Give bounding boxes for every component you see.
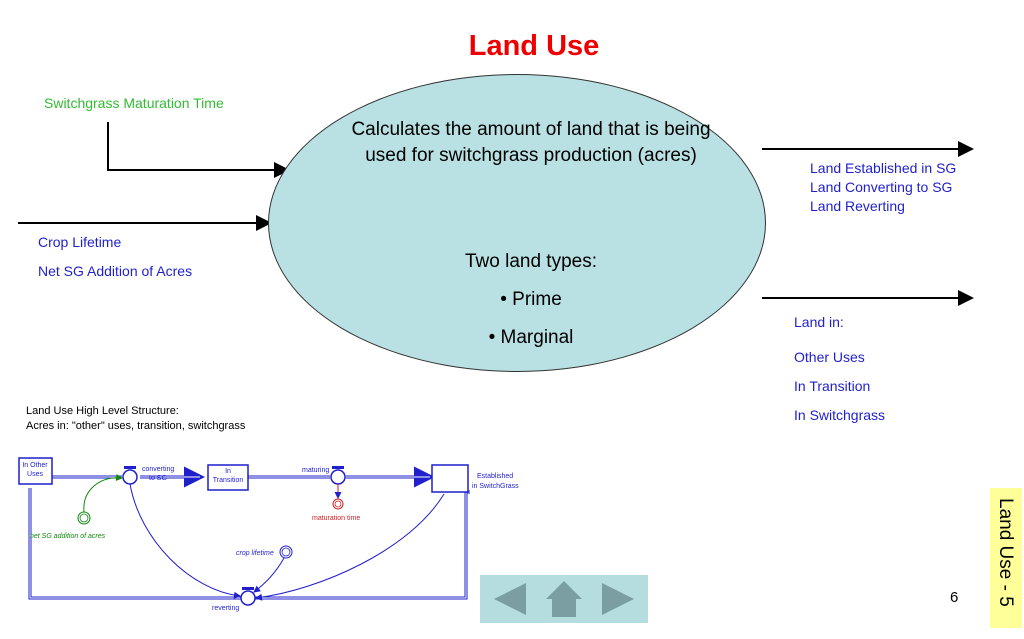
input-crop-lifetime: Crop Lifetime xyxy=(38,234,122,250)
land-type-marginal: • Marginal xyxy=(488,327,574,348)
ellipse-description: Calculates the amount of land that is be… xyxy=(351,119,711,166)
stock-established-label-2: in SwitchGrass xyxy=(472,483,519,490)
nav-bar xyxy=(480,575,648,623)
page-title: Land Use xyxy=(468,30,600,62)
valve-reverting xyxy=(240,590,256,606)
input-maturation-time: Switchgrass Maturation Time xyxy=(44,95,224,111)
stock-established-label-1: Established xyxy=(477,473,513,480)
output-land-converting: Land Converting to SG xyxy=(810,179,953,195)
home-icon xyxy=(546,581,582,617)
output-other-uses: Other Uses xyxy=(794,349,865,365)
land-use-ellipse xyxy=(268,74,766,372)
stock-in-transition xyxy=(207,464,249,491)
section-tab-label: Land Use - 5 xyxy=(995,498,1016,607)
stock-established xyxy=(431,464,469,493)
aux-maturation-time xyxy=(332,498,344,510)
stock-transition-label-1: In xyxy=(225,468,231,475)
link-crop-to-reverting xyxy=(253,557,285,593)
structure-caption-1: Land Use High Level Structure: xyxy=(26,405,179,417)
stock-transition-label-2: Transition xyxy=(213,477,244,484)
valve-converting xyxy=(122,469,138,485)
left-arrow-icon xyxy=(494,583,526,615)
aux-net-addition-label: net SG addition of acres xyxy=(30,533,106,540)
output-land-established: Land Established in SG xyxy=(810,160,957,176)
aux-maturation-time-label: maturation time xyxy=(312,515,360,522)
stock-other-uses-label-1: In Other xyxy=(22,462,48,469)
output-group-2: Other Uses In Transition In Switchgrass xyxy=(794,343,885,430)
output-group-1: Land Established in SG Land Converting t… xyxy=(810,159,956,216)
valve-maturing xyxy=(330,469,346,485)
link-established-to-reverting xyxy=(255,493,445,601)
link-converting-to-reverting xyxy=(129,483,241,599)
stock-other-uses-label-2: Uses xyxy=(27,471,43,478)
next-button[interactable] xyxy=(592,575,648,623)
home-button[interactable] xyxy=(536,575,592,623)
maturation-arrow xyxy=(107,122,290,178)
land-type-prime: • Prime xyxy=(500,289,562,310)
structure-caption-2: Acres in: "other" uses, transition, swit… xyxy=(26,420,246,432)
land-types-title: Two land types: xyxy=(464,251,598,272)
return-pipe xyxy=(28,488,470,600)
input-net-addition: Net SG Addition of Acres xyxy=(38,263,193,279)
link-net-to-converting xyxy=(83,473,123,513)
output-in-transition: In Transition xyxy=(794,378,871,394)
output-group-2-title: Land in: xyxy=(794,314,844,330)
flow-reverting-label: reverting xyxy=(212,605,239,612)
flow-converting-label-2: to SG xyxy=(149,475,167,482)
aux-crop-lifetime xyxy=(279,545,293,559)
stock-other-uses xyxy=(18,457,53,485)
prev-button[interactable] xyxy=(480,575,536,623)
section-tab: Land Use - 5 xyxy=(990,488,1022,628)
aux-crop-lifetime-label: crop lifetime xyxy=(236,550,274,557)
output-in-switchgrass: In Switchgrass xyxy=(794,407,886,423)
right-arrow-icon xyxy=(602,583,634,615)
flow-maturing-label: maturing xyxy=(302,467,329,474)
flow-converting-label-1: converting xyxy=(142,466,174,473)
page-number: 6 xyxy=(950,589,959,606)
stock-flow-diagram: In Other Uses In Transition Established … xyxy=(18,457,519,612)
output-land-reverting: Land Reverting xyxy=(810,198,905,214)
